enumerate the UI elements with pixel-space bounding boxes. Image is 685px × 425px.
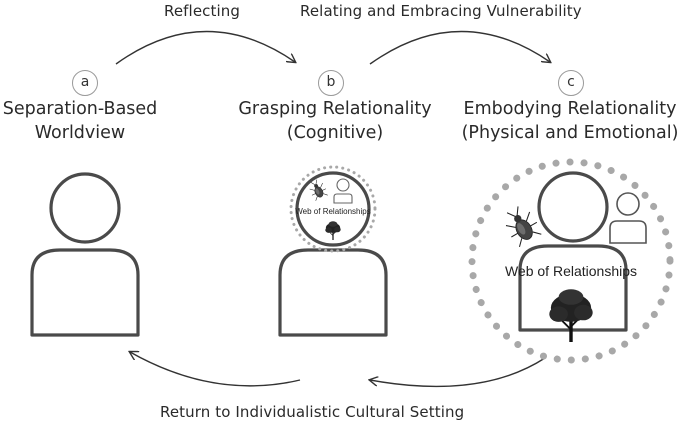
dotted-circle-c	[468, 158, 674, 364]
edge-label-a-to-b: Reflecting	[164, 2, 240, 20]
person-icon-b	[278, 171, 388, 337]
small-person-icon-c	[609, 192, 647, 244]
node-letter-b: b	[318, 70, 344, 96]
arrow-a-to-b	[115, 30, 295, 65]
node-title-c-line2: (Physical and Emotional)	[461, 123, 679, 143]
node-title-c-line1: Embodying Relationality	[463, 99, 677, 119]
dotted-circle-b	[289, 165, 377, 253]
node-title-a-line2: Worldview	[34, 123, 126, 143]
node-letter-a: a	[72, 70, 98, 96]
edge-label-c-to-a: Return to Individualistic Cultural Setti…	[160, 403, 465, 421]
person-icon-a	[30, 172, 140, 337]
node-title-b-line2: (Cognitive)	[286, 123, 384, 143]
arrow-b-to-c	[369, 30, 550, 65]
node-letter-c: c	[558, 70, 584, 96]
person-icon-c	[518, 171, 628, 332]
small-person-icon-b	[333, 178, 353, 204]
node-title-a: Separation-Based Worldview	[0, 97, 160, 145]
tree-icon-c	[547, 287, 595, 344]
node-title-a-line1: Separation-Based	[2, 99, 158, 119]
node-title-c: Embodying Relationality (Physical and Em…	[455, 97, 685, 145]
node-title-b: Grasping Relationality (Cognitive)	[225, 97, 445, 145]
beetle-icon-c	[499, 201, 544, 249]
web-label-small: Web of Relationships	[295, 207, 371, 216]
arrow-c-to-a	[370, 357, 546, 388]
node-title-b-line1: Grasping Relationality	[238, 99, 432, 119]
edge-label-b-to-c: Relating and Embracing Vulnerability	[300, 2, 582, 20]
web-label-large: Web of Relationships	[504, 263, 638, 279]
arrow-b-to-a	[130, 352, 301, 387]
